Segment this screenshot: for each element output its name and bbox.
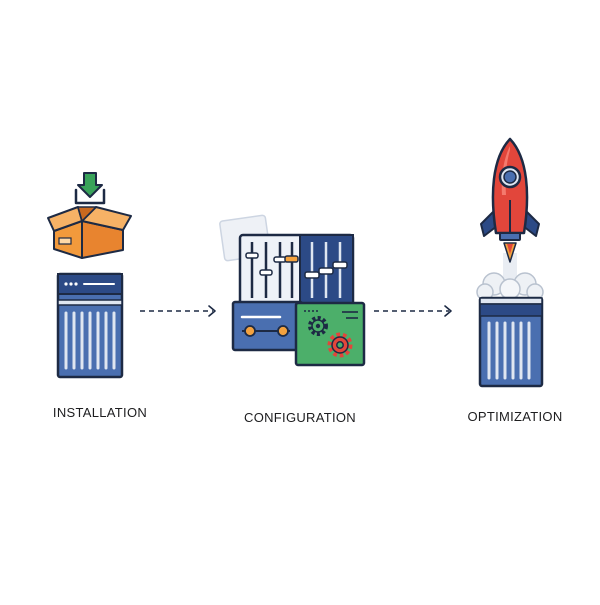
optimization-illustration (476, 137, 544, 388)
installation-illustration (47, 172, 132, 379)
step-label-installation: INSTALLATION (52, 405, 148, 420)
slider-panel-icon (238, 233, 355, 307)
rocket-smoke-icon (476, 253, 544, 301)
download-arrow-icon (74, 172, 106, 205)
server-tower-icon (56, 272, 124, 379)
step-label-configuration: CONFIGURATION (244, 410, 356, 425)
cardboard-box-icon (47, 206, 132, 259)
flow-arrow-1 (140, 305, 216, 317)
gear-icon (327, 332, 353, 358)
flow-arrow-2 (374, 305, 452, 317)
gear-icon (308, 316, 328, 336)
settings-panel-icon (294, 301, 366, 367)
rocket-icon (480, 137, 540, 263)
step-label-optimization: OPTIMIZATION (467, 409, 563, 424)
configuration-illustration (219, 214, 366, 367)
server-tower-icon (478, 296, 544, 388)
toggle-panel-icon (231, 300, 304, 352)
